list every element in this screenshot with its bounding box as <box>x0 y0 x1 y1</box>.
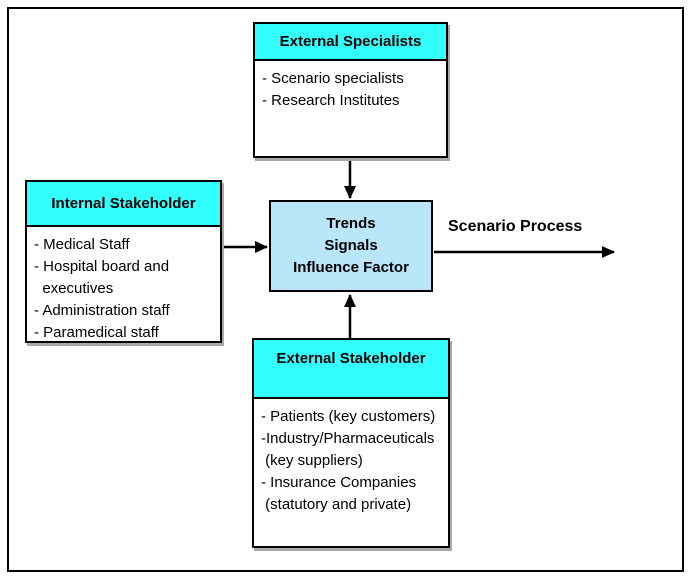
list-item: - Insurance Companies <box>261 474 417 491</box>
internal-stakeholder-title: Internal Stakeholder <box>51 195 196 212</box>
list-item: - Research Institutes <box>262 92 400 109</box>
list-item: - Hospital board and <box>34 258 170 275</box>
internal-stakeholder-list: - Medical Staff - Hospital board and exec… <box>27 227 220 344</box>
internal-stakeholder-header: Internal Stakeholder <box>27 182 220 227</box>
external-stakeholder-list: - Patients (key customers) -Industry/Phar… <box>254 399 448 516</box>
list-item: -Industry/Pharmaceuticals <box>261 430 435 447</box>
scenario-process-label: Scenario Process <box>448 218 583 235</box>
center-box-line: Influence Factor <box>293 259 409 276</box>
internal-stakeholder-box: Internal Stakeholder - Medical Staff - Ho… <box>25 180 222 343</box>
list-item: (key suppliers) <box>261 452 363 469</box>
list-item: - Patients (key customers) <box>261 408 436 425</box>
center-box-line: Signals <box>324 237 378 254</box>
diagram-border <box>7 7 684 572</box>
list-item: - Administration staff <box>34 302 170 319</box>
list-item: - Paramedical staff <box>34 324 159 341</box>
center-box-line: Trends <box>326 215 376 232</box>
list-item: - Medical Staff <box>34 236 130 253</box>
external-specialists-title: External Specialists <box>279 33 422 50</box>
list-item: - Scenario specialists <box>262 70 404 87</box>
list-item: (statutory and private) <box>261 496 412 513</box>
list-item: executives <box>34 280 114 297</box>
external-specialists-list: - Scenario specialists - Research Institu… <box>255 61 446 112</box>
external-specialists-box: External Specialists - Scenario speciali… <box>253 22 448 158</box>
external-stakeholder-title: External Stakeholder <box>276 350 426 367</box>
external-stakeholder-header: External Stakeholder <box>254 340 448 399</box>
external-stakeholder-box: External Stakeholder - Patients (key cus… <box>252 338 450 548</box>
external-specialists-header: External Specialists <box>255 24 446 61</box>
